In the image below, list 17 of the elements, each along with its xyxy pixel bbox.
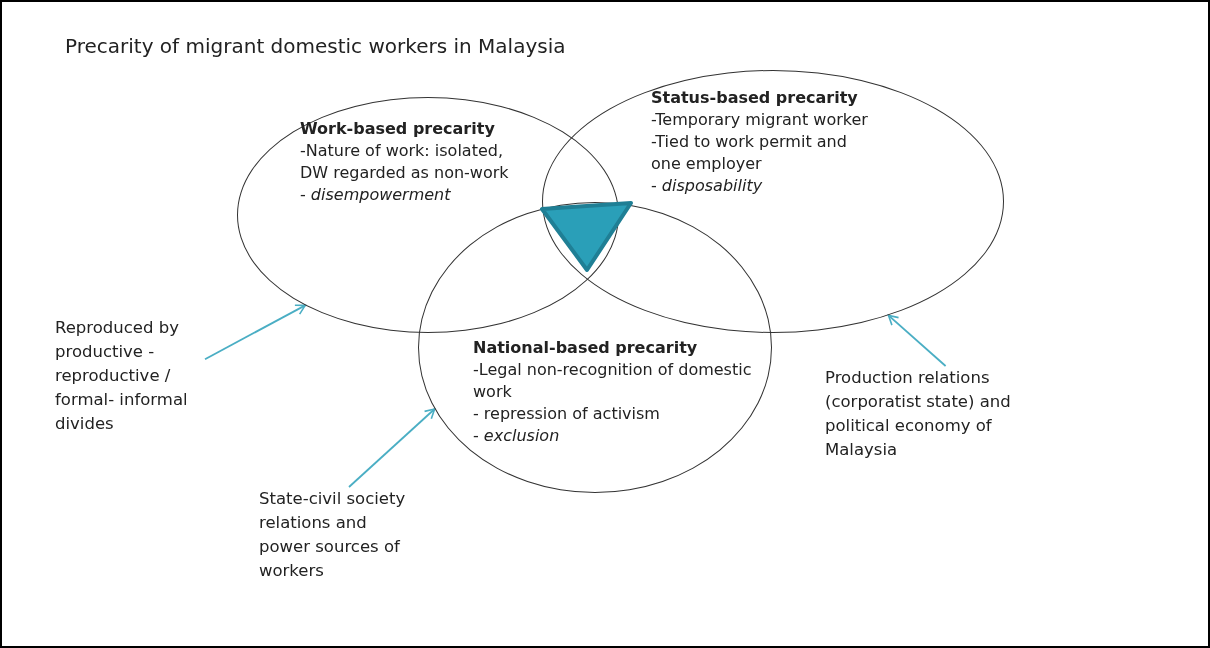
circle-text: - disempowerment [300,184,452,206]
circle-heading: Status-based precarity [651,87,859,109]
annotation-text: Production relations (corporatist state) and political economy of Malaysia [825,366,1057,462]
arrow [887,314,947,367]
circle-text: - disposability [651,175,764,197]
triangle-marker [538,199,636,275]
arrow [348,408,436,488]
circle-text: - repression of activism [473,403,661,425]
circle-text: -Temporary migrant worker [651,109,869,131]
arrow [204,304,307,361]
circle-text: - exclusion [473,425,561,447]
circle-heading: National-based precarity [473,337,699,359]
circle-text: -Legal non-recognition of domestic work [473,359,753,403]
annotation-text: Reproduced by productive - reproductive / formal- informal divides [55,316,205,436]
diagram-title: Precarity of migrant domestic workers in Malaysia [65,34,566,58]
annotation-text: State-civil society relations and power sources of workers [259,487,409,583]
circle-heading: Work-based precarity [300,118,496,140]
